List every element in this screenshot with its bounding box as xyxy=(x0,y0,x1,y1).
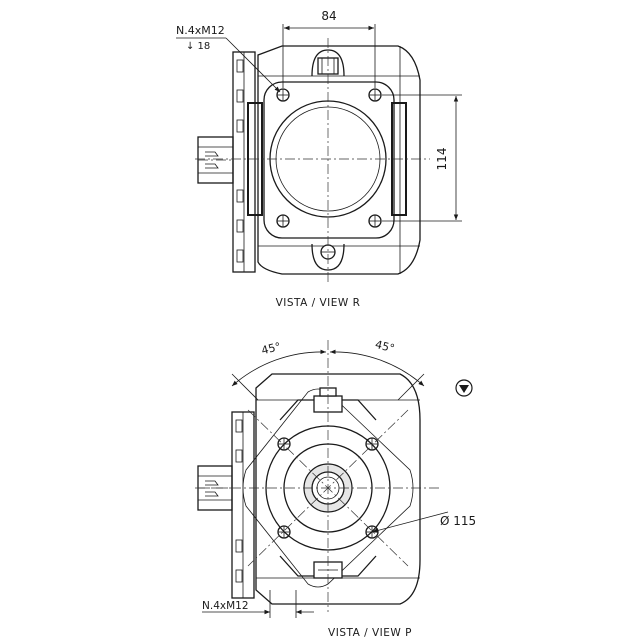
mounting-hole xyxy=(368,214,382,228)
mounting-flange xyxy=(263,81,395,239)
mounting-hole xyxy=(276,88,290,102)
depth-spec-label: ↓ 18 xyxy=(186,41,210,52)
side-flange xyxy=(232,51,256,273)
mounting-hole xyxy=(277,525,291,539)
hole-callout: N.4xM12 ↓ 18 xyxy=(176,24,281,93)
dimension-height: 114 xyxy=(382,94,462,222)
diameter-label: Ø 115 xyxy=(440,514,476,528)
view-p: 45° 45° Ø 115 N.4xM12 VISTA / VIEW P xyxy=(195,338,476,639)
hole-spec-label: N.4xM12 xyxy=(202,600,249,612)
dim-width-label: 84 xyxy=(321,9,336,23)
view-p-caption: VISTA / VIEW P xyxy=(328,627,412,639)
side-flange xyxy=(231,411,255,599)
diameter-callout: Ø 115 xyxy=(371,511,476,533)
dim-height-label: 114 xyxy=(435,148,449,171)
view-direction-marker xyxy=(455,379,473,397)
view-r-caption: VISTA / VIEW R xyxy=(276,297,361,309)
hole-spacing-dimension: N.4xM12 xyxy=(202,590,314,618)
housing-outline xyxy=(257,45,421,275)
angle-right-label: 45° xyxy=(374,338,396,355)
hole-spec-label: N.4xM12 xyxy=(176,24,225,37)
mounting-hole xyxy=(276,214,290,228)
mounting-hole xyxy=(365,437,379,451)
dimension-width: 84 xyxy=(282,9,376,88)
input-shaft xyxy=(197,136,234,184)
angle-dimension: 45° 45° xyxy=(231,338,425,387)
mounting-hole xyxy=(368,88,382,102)
square-flange xyxy=(242,388,414,588)
view-r: 84 114 N.4xM12 ↓ 18 VISTA / VIEW R xyxy=(176,9,462,309)
angle-left-label: 45° xyxy=(260,340,282,357)
mounting-hole xyxy=(277,437,291,451)
